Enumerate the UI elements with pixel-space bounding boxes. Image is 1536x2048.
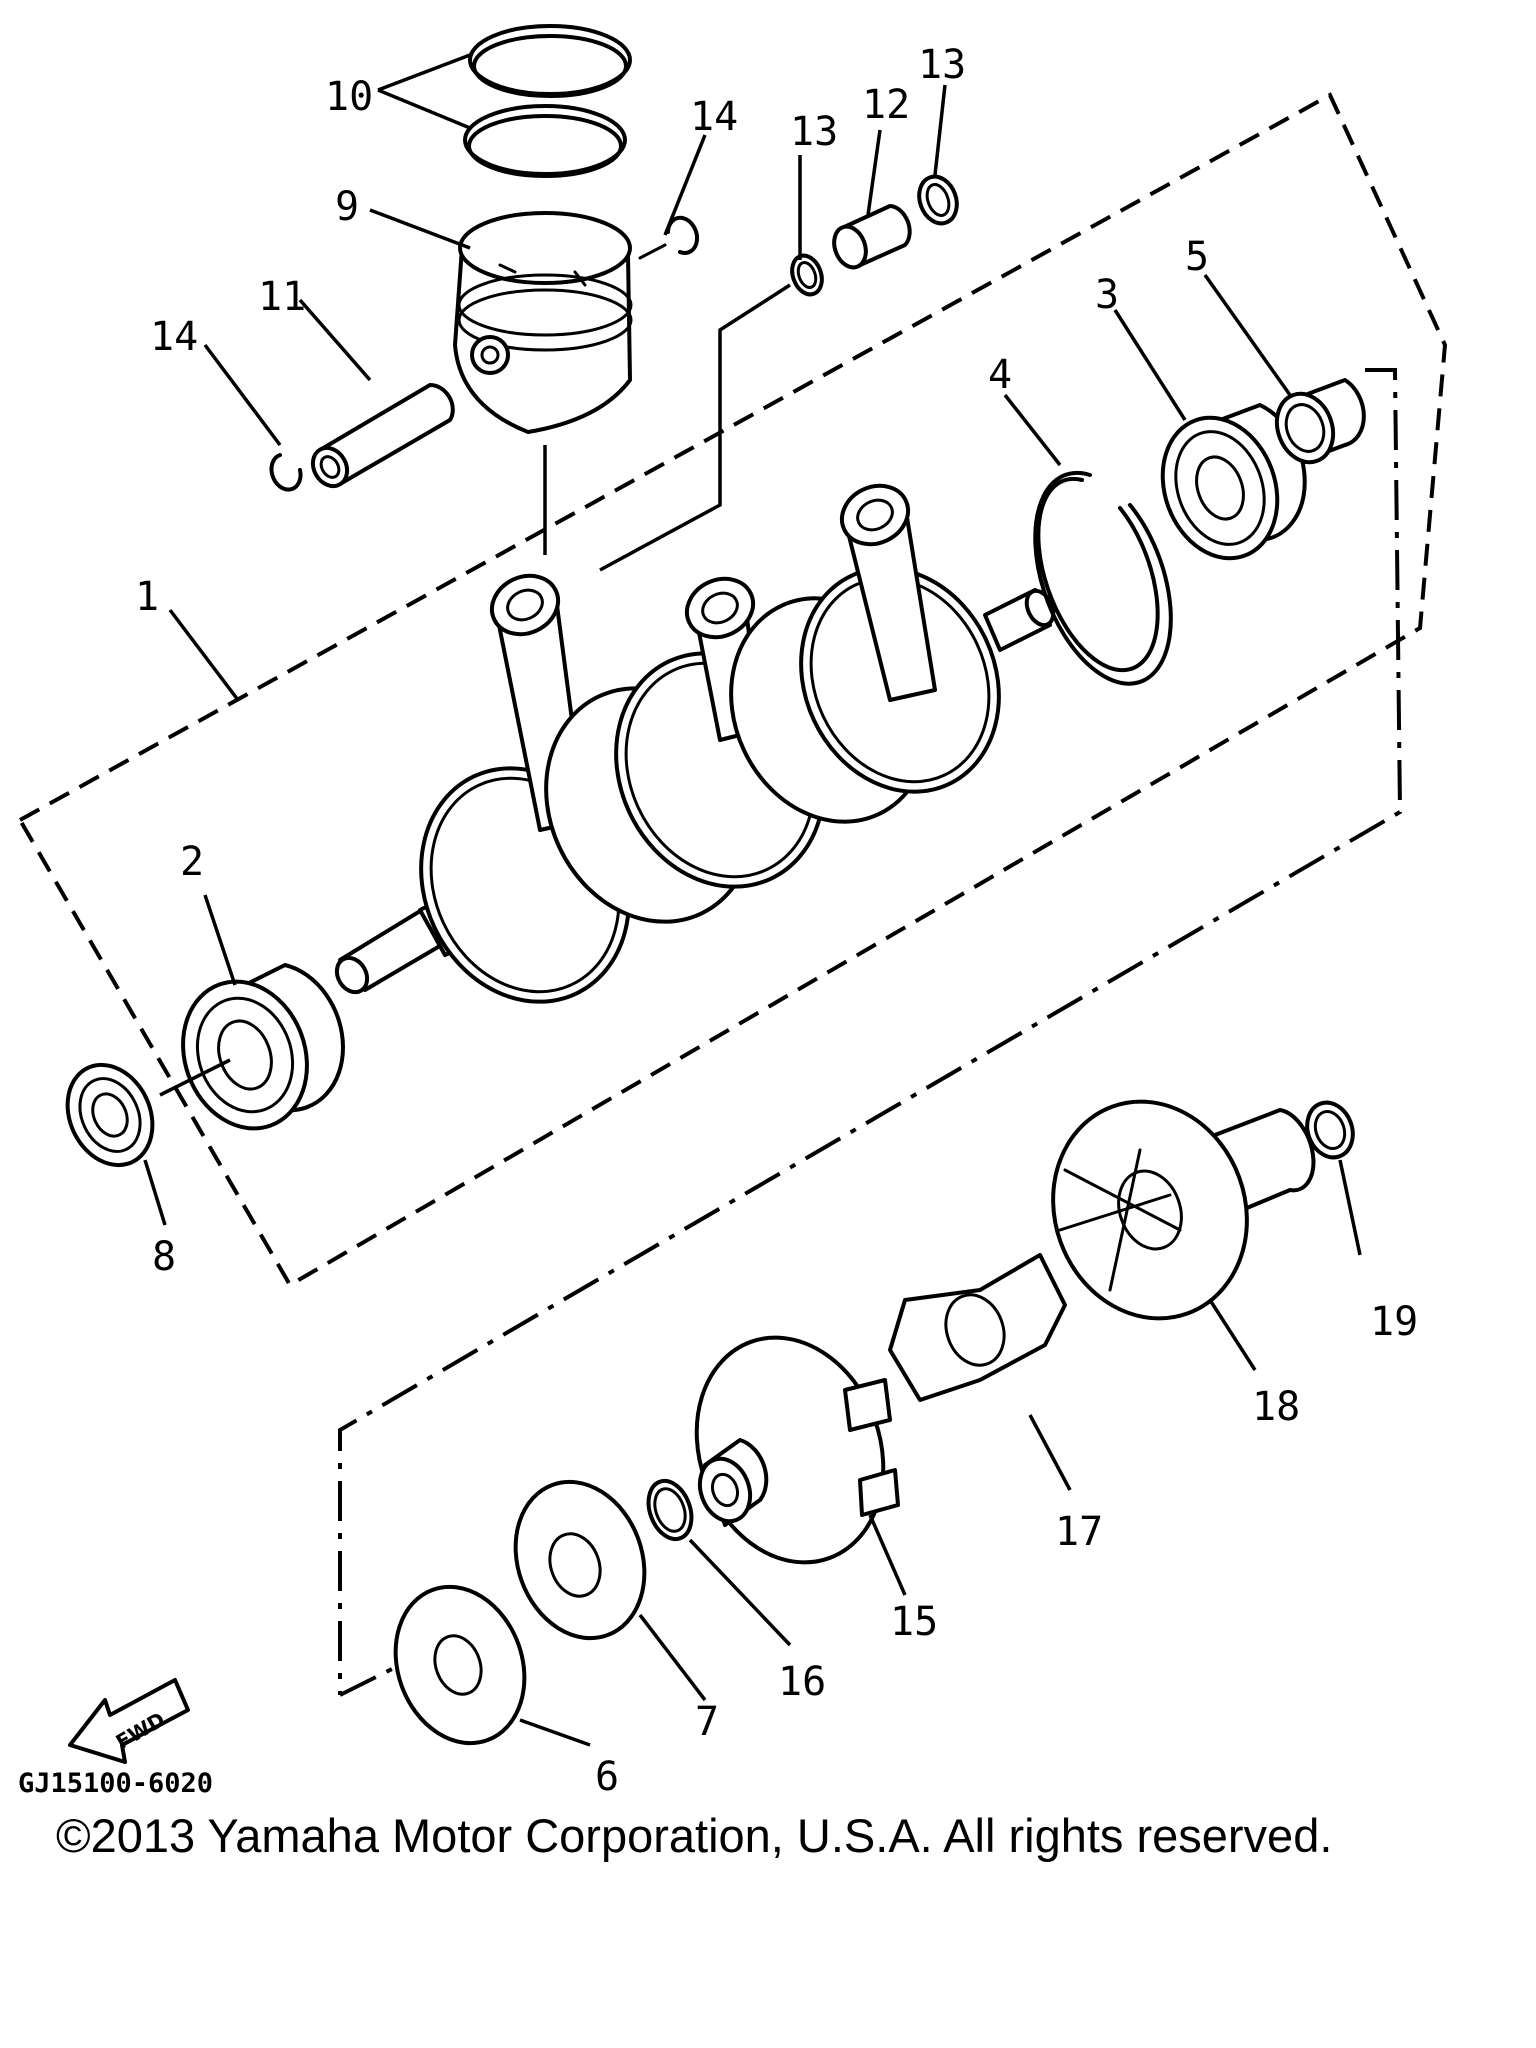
circlip-left	[269, 453, 303, 492]
callout-9: 9	[335, 184, 359, 230]
copyright-notice: ©2013 Yamaha Motor Corporation, U.S.A. A…	[56, 1809, 1333, 1862]
callout-1: 1	[135, 574, 159, 620]
collar	[1274, 378, 1366, 465]
plate-7	[513, 1479, 647, 1641]
callout-18: 18	[1252, 1384, 1300, 1430]
callout-16: 16	[778, 1659, 826, 1705]
callout-11: 11	[258, 274, 306, 320]
callout-12: 12	[862, 82, 910, 128]
coupling-15	[694, 1335, 900, 1565]
fwd-arrow-icon: FWD	[68, 1678, 190, 1764]
thrust-washer-left	[790, 253, 824, 297]
callout-10: 10	[325, 74, 373, 120]
coupling-18	[1051, 1099, 1316, 1321]
leader-lines	[143, 53, 1362, 1747]
bearing-left	[181, 963, 345, 1131]
callout-8: 8	[152, 1234, 176, 1280]
snap-ring	[1033, 470, 1173, 686]
thrust-washer-right	[917, 174, 959, 226]
o-ring-16	[646, 1478, 694, 1542]
callout-17: 17	[1055, 1509, 1103, 1555]
piston-rings	[463, 24, 632, 178]
callout-13-right: 13	[918, 42, 966, 88]
crankshaft	[334, 483, 1056, 1004]
callout-5: 5	[1185, 234, 1209, 280]
piston	[453, 211, 633, 434]
damper-17	[888, 1253, 1067, 1402]
plate-6	[393, 1584, 527, 1746]
crankshaft-assembly-outline	[17, 92, 1448, 1288]
callout-14-right: 14	[690, 94, 738, 140]
callout-3: 3	[1095, 272, 1119, 318]
piston-pin	[310, 382, 455, 489]
callout-19: 19	[1370, 1299, 1418, 1345]
callout-13-left: 13	[790, 109, 838, 155]
oil-seal	[65, 1062, 155, 1168]
diagram-code: GJ15100-6020	[18, 1768, 213, 1799]
callout-6: 6	[595, 1754, 619, 1800]
callout-2: 2	[180, 839, 204, 885]
pump-group-outline	[338, 368, 1403, 1695]
small-end-bearing	[832, 204, 912, 270]
callout-4: 4	[988, 352, 1012, 398]
callout-14-left: 14	[150, 314, 198, 360]
callout-15: 15	[890, 1599, 938, 1645]
callout-7: 7	[695, 1699, 719, 1745]
